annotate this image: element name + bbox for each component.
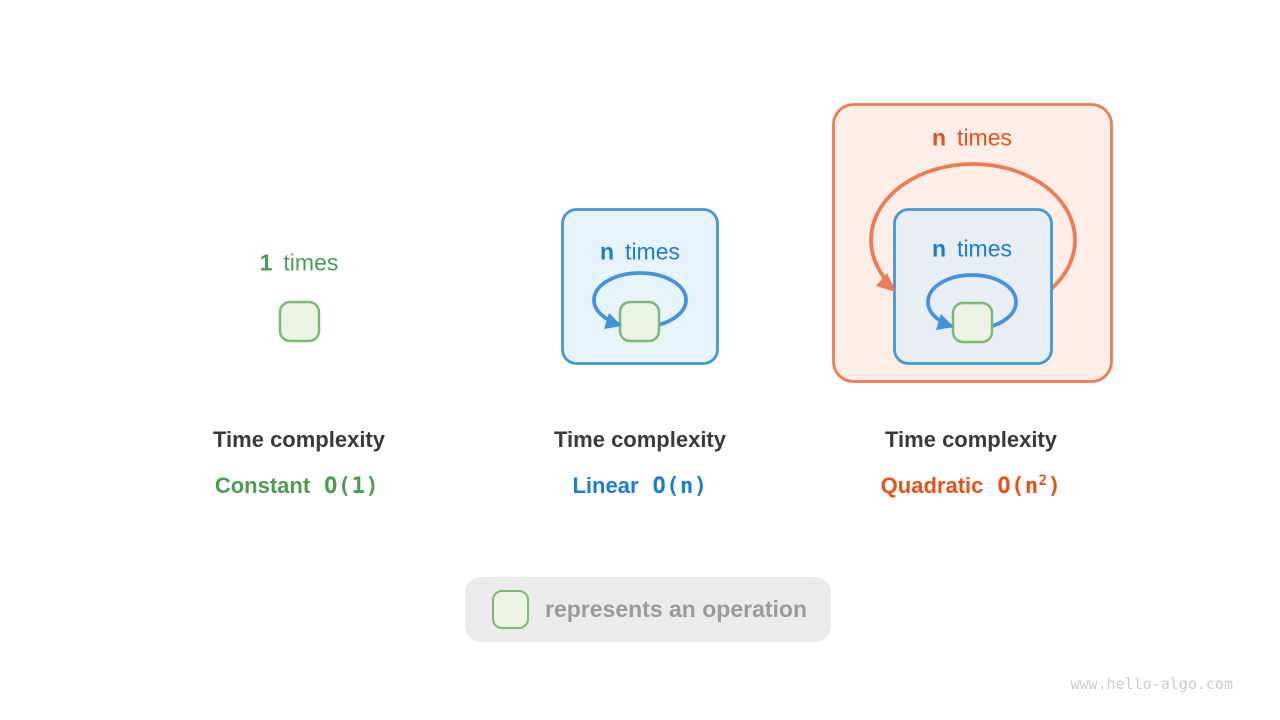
quadratic-complexity-label: Quadratic O(n2)	[881, 473, 1062, 499]
linear-loop-count: n	[599, 238, 615, 265]
constant-loop-label: 1 times	[260, 250, 339, 277]
quadratic-big-o: O(n2)	[997, 473, 1062, 499]
constant-loop-count: 1	[259, 249, 273, 276]
watermark: www.hello-algo.com	[1070, 675, 1233, 693]
quadratic-inner-loop-arrowhead	[936, 314, 954, 330]
quadratic-inner-loop-times: times	[957, 235, 1013, 262]
quadratic-card-title: Time complexity	[885, 427, 1057, 452]
quadratic-complexity-name: Quadratic	[880, 473, 984, 498]
linear-loop-times: times	[625, 238, 681, 265]
constant-loop-times: times	[283, 249, 339, 276]
quadratic-operation-square	[951, 301, 994, 344]
constant-big-o: O(1)	[324, 474, 380, 499]
quadratic-inner-box	[893, 208, 1053, 365]
linear-loop-arrowhead	[604, 313, 622, 329]
constant-complexity-name: Constant	[214, 473, 311, 498]
linear-card-title: Time complexity	[554, 427, 726, 452]
linear-operation-square	[618, 300, 661, 343]
constant-complexity-label: Constant O(1)	[215, 473, 379, 499]
linear-complexity-name: Linear	[572, 473, 639, 498]
quadratic-inner-loop-count: n	[931, 235, 947, 262]
legend-text: represents an operation	[545, 596, 808, 622]
constant-card-title: Time complexity	[213, 427, 385, 452]
linear-complexity-label: Linear O(n)	[572, 473, 707, 499]
quadratic-outer-loop-times: times	[957, 124, 1013, 151]
legend: represents an operation	[465, 577, 831, 642]
linear-big-o: O(n)	[652, 474, 708, 499]
operation-square-icon	[492, 590, 529, 629]
quadratic-outer-loop-arrowhead	[876, 273, 896, 292]
linear-loop-box	[561, 208, 719, 365]
quadratic-outer-loop-count: n	[931, 124, 947, 151]
constant-operation-square	[278, 300, 321, 343]
